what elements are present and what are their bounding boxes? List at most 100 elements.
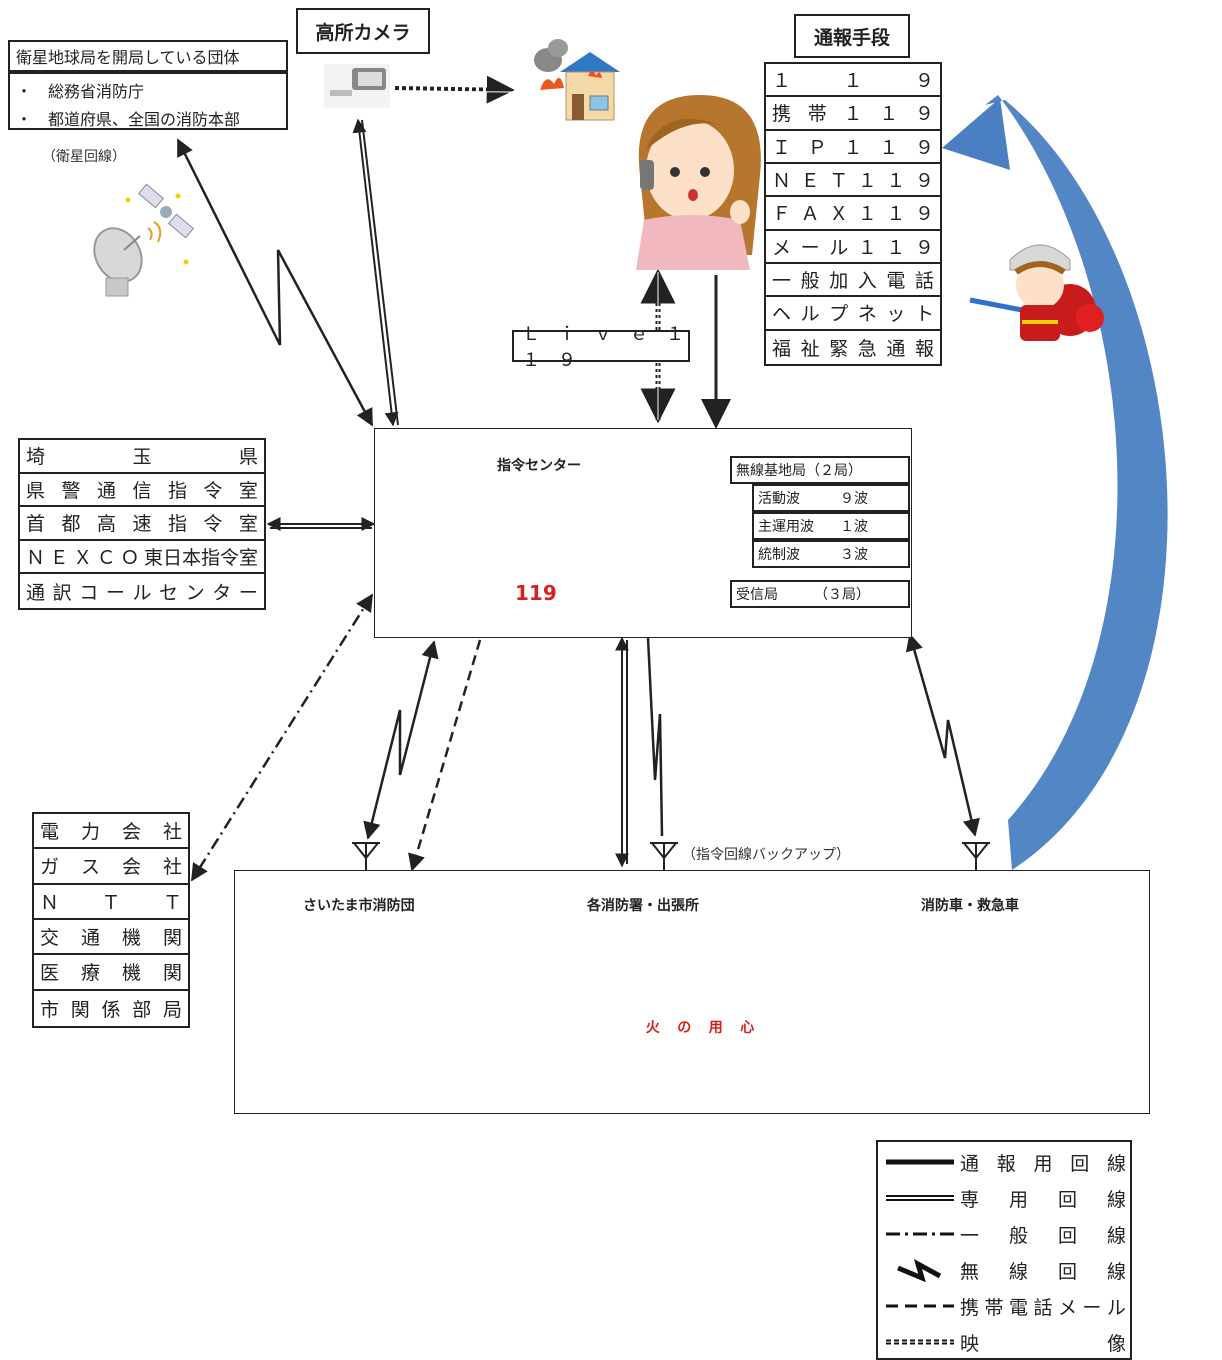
report-method-row-char: １: [857, 170, 877, 193]
report-method-row-char: １: [886, 203, 906, 226]
legend-label-char: 話: [1033, 1296, 1053, 1319]
radio-base-station: 無線基地局（２局）: [730, 456, 910, 484]
report-method-row-char: １: [879, 136, 899, 159]
police-agency-row-char: 埼: [26, 446, 46, 469]
utility-row-char: 社: [162, 856, 182, 879]
utility-row: 医療機関: [34, 955, 188, 991]
utility-row-char: 療: [80, 962, 100, 985]
report-method-row: 福祉緊急通報: [766, 331, 940, 364]
legend-label-char: ル: [1106, 1296, 1126, 1319]
report-method-row-char: 一: [772, 270, 792, 293]
report-methods-title: 通報手段: [794, 14, 910, 58]
camera-title: 高所カメラ: [296, 8, 430, 54]
legend-label: 無線回線: [960, 1257, 1130, 1284]
antenna-icon: [352, 842, 990, 872]
police-agency-row-char: 指: [167, 513, 187, 536]
police-agency-row-char: 高: [96, 513, 116, 536]
legend-label-char: 線: [1106, 1224, 1126, 1247]
legend-symbol-dashdot: [886, 1232, 954, 1236]
police-agency-row: 通訳コールセンター: [20, 574, 264, 608]
utility-row-char: Ｎ: [40, 891, 60, 914]
dispatch-center-title: 指令センター: [497, 458, 581, 474]
utility-row-char: 会: [121, 821, 141, 844]
legend-label-char: 回: [1057, 1188, 1077, 1211]
utility-row-char: Ｔ: [162, 891, 182, 914]
legend-label: 携帯電話メール: [960, 1293, 1130, 1320]
utility-row-char: ス: [80, 856, 100, 879]
legend-label: 映像: [960, 1329, 1130, 1356]
legend-label-char: 用: [1008, 1188, 1028, 1211]
report-method-row-char: ９: [914, 203, 934, 226]
utility-row-char: 関: [162, 962, 182, 985]
report-method-row: ヘルプネット: [766, 297, 940, 331]
report-method-row-char: ９: [914, 236, 934, 259]
report-method-row-char: Ｅ: [800, 170, 820, 193]
report-method-row-char: 般: [800, 270, 820, 293]
police-agency-row-char: Ｘ: [73, 547, 93, 570]
report-method-row-char: ９: [914, 70, 934, 93]
police-agency-row-char: Ｃ: [96, 547, 116, 570]
report-method-row-char: ッ: [886, 303, 906, 326]
firefighter-mascot-icon: [969, 244, 1104, 341]
police-agency-row-char: Ｎ: [26, 547, 46, 570]
legend-label-char: 用: [1033, 1152, 1053, 1175]
legend-label-char: 専: [960, 1188, 980, 1211]
legend-label-char: 線: [1106, 1260, 1126, 1283]
report-method-row-char: ト: [914, 303, 934, 326]
legend-label-char: 映: [960, 1332, 980, 1355]
legend-label-char: 回: [1070, 1152, 1090, 1175]
report-method-row-char: １: [886, 236, 906, 259]
legend-row-wireless: 無線回線: [878, 1252, 1130, 1288]
report-method-row-char: Ｐ: [807, 136, 827, 159]
report-method-row-char: １: [857, 236, 877, 259]
utility-row-char: 通: [80, 927, 100, 950]
utility-row-char: 医: [40, 962, 60, 985]
report-method-row-char: 話: [914, 270, 934, 293]
police-agency-row-char: 指: [167, 479, 187, 502]
report-method-row-char: １: [886, 170, 906, 193]
blue-arrow-head: [942, 98, 1010, 170]
police-agency-row-char: 県: [238, 446, 258, 469]
report-method-row-char: ー: [800, 236, 820, 259]
police-agency-row-char: 首: [26, 513, 46, 536]
legend-label-char: メ: [1057, 1296, 1077, 1319]
report-method-row-char: １: [772, 70, 792, 93]
satellite-org-item: 総務省消防庁: [48, 82, 145, 101]
police-agency-row: 首都高速指令室: [20, 507, 264, 541]
legend-label-char: 線: [1008, 1260, 1028, 1283]
report-method-row-char: Ｔ: [829, 170, 849, 193]
fire-corps-label: さいたま市消防団: [303, 898, 415, 914]
police-agency-row-char: Ｏ: [120, 547, 140, 570]
report-method-row-char: 入: [857, 270, 877, 293]
legend-label-char: 線: [1106, 1152, 1126, 1175]
police-agency-row-char: Ｅ: [49, 547, 69, 570]
legend-row-solid: 通報用回線: [878, 1144, 1130, 1180]
police-agency-row-char: 玉: [132, 446, 152, 469]
utility-row-char: 市: [40, 998, 60, 1021]
utility-row-char: 係: [101, 998, 121, 1021]
report-method-row-char: 祉: [800, 337, 820, 360]
police-agency-row: 県警通信指令室: [20, 474, 264, 508]
report-method-row-char: 通: [886, 337, 906, 360]
legend-label-char: 帯: [984, 1296, 1004, 1319]
legend-label-char: 般: [1008, 1224, 1028, 1247]
legend-label-char: 携: [960, 1296, 980, 1319]
report-method-row-char: メ: [772, 236, 792, 259]
utility-row-char: 関: [162, 927, 182, 950]
police-agency-row-char: 警: [61, 479, 81, 502]
police-agency-row-char: 県: [26, 479, 46, 502]
report-method-row-char: Ｆ: [772, 203, 792, 226]
legend-symbol-solid: [886, 1159, 954, 1165]
legend-symbol-double: [886, 1195, 954, 1201]
legend-label-char: 通: [960, 1152, 980, 1175]
utility-row-char: 社: [162, 821, 182, 844]
report-method-row-char: プ: [829, 303, 849, 326]
legend-label: 通報用回線: [960, 1149, 1130, 1176]
